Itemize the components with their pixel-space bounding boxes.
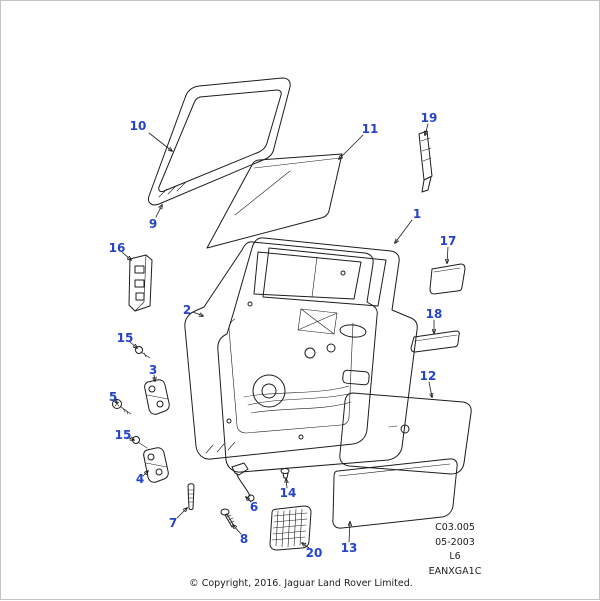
door-glass-drawing [206, 153, 343, 249]
leader-line-12 [428, 381, 432, 397]
pillar-finisher-drawing [418, 130, 433, 193]
lower-trim-panel-drawing [332, 458, 458, 529]
hinge-pillar-bracket-drawing [128, 254, 153, 312]
leader-line-2 [192, 311, 203, 316]
door-outer-shell-drawing [217, 237, 418, 473]
callout-14: 14 [279, 486, 297, 500]
callout-11: 11 [361, 122, 379, 136]
callout-18: 18 [425, 307, 443, 321]
callout-7: 7 [168, 516, 178, 530]
lower-hinge-drawing [143, 447, 169, 483]
leader-line-6 [246, 497, 252, 503]
leader-line-15 [128, 340, 137, 348]
leader-line-7 [176, 508, 187, 519]
callout-17: 17 [439, 234, 457, 248]
leader-line-20 [302, 543, 310, 549]
door-inner-panel-drawing [184, 241, 378, 460]
bolt-lower-drawing [132, 436, 148, 449]
door-mechanism-details [226, 270, 370, 440]
window-frame-seal-drawing [148, 77, 291, 206]
callout-1: 1 [412, 207, 422, 221]
callout-12: 12 [419, 369, 437, 383]
callout-15: 15 [114, 428, 132, 442]
callout-2: 2 [182, 303, 192, 317]
plug-drawing [280, 468, 290, 479]
check-strap-drawing [231, 462, 255, 502]
speaker-grille-drawing [269, 505, 312, 551]
callout-4: 4 [135, 472, 145, 486]
callout-6: 6 [249, 500, 259, 514]
callout-10: 10 [129, 119, 147, 133]
leader-line-4 [142, 471, 148, 477]
leader-line-3 [154, 374, 155, 381]
leader-line-8 [233, 525, 242, 535]
callout-8: 8 [239, 532, 249, 546]
door-trim-panel-drawing [339, 392, 472, 475]
callout-3: 3 [148, 363, 158, 377]
leader-line-10 [148, 132, 172, 151]
callout-leader-lines [115, 123, 448, 549]
callout-19: 19 [420, 111, 438, 125]
drawing-code-block: C03.005 05-2003 L6 EANXGA1C [416, 521, 494, 579]
leader-line-13 [349, 522, 350, 543]
copyright-text: © Copyright, 2016. Jaguar Land Rover Lim… [189, 578, 413, 589]
upper-hinge-drawing [144, 379, 170, 415]
callout-20: 20 [305, 546, 323, 560]
bolt-upper-drawing [135, 346, 151, 359]
callout-13: 13 [340, 541, 358, 555]
drawing-number: C03.005 [435, 522, 475, 533]
drawing-variant: L6 [449, 551, 461, 562]
callout-5: 5 [108, 390, 118, 404]
leader-line-15 [126, 437, 134, 440]
callout-9: 9 [148, 217, 158, 231]
drawing-date: 05-2003 [435, 536, 475, 548]
leader-line-5 [115, 400, 117, 403]
leader-line-19 [425, 123, 429, 135]
leader-line-11 [339, 134, 364, 159]
drawing-reference: EANXGA1C [428, 565, 482, 577]
callout-15: 15 [116, 331, 134, 345]
strip-drawing [410, 330, 460, 353]
callout-16: 16 [108, 241, 126, 255]
leader-line-16 [121, 251, 131, 260]
leader-line-9 [155, 205, 162, 218]
check-strap-pin-drawing [187, 483, 195, 510]
mounting-pad-drawing [429, 263, 466, 295]
leader-line-14 [286, 479, 287, 489]
leader-line-1 [395, 219, 413, 243]
screw-drawing [220, 508, 235, 528]
leader-line-17 [447, 246, 448, 263]
